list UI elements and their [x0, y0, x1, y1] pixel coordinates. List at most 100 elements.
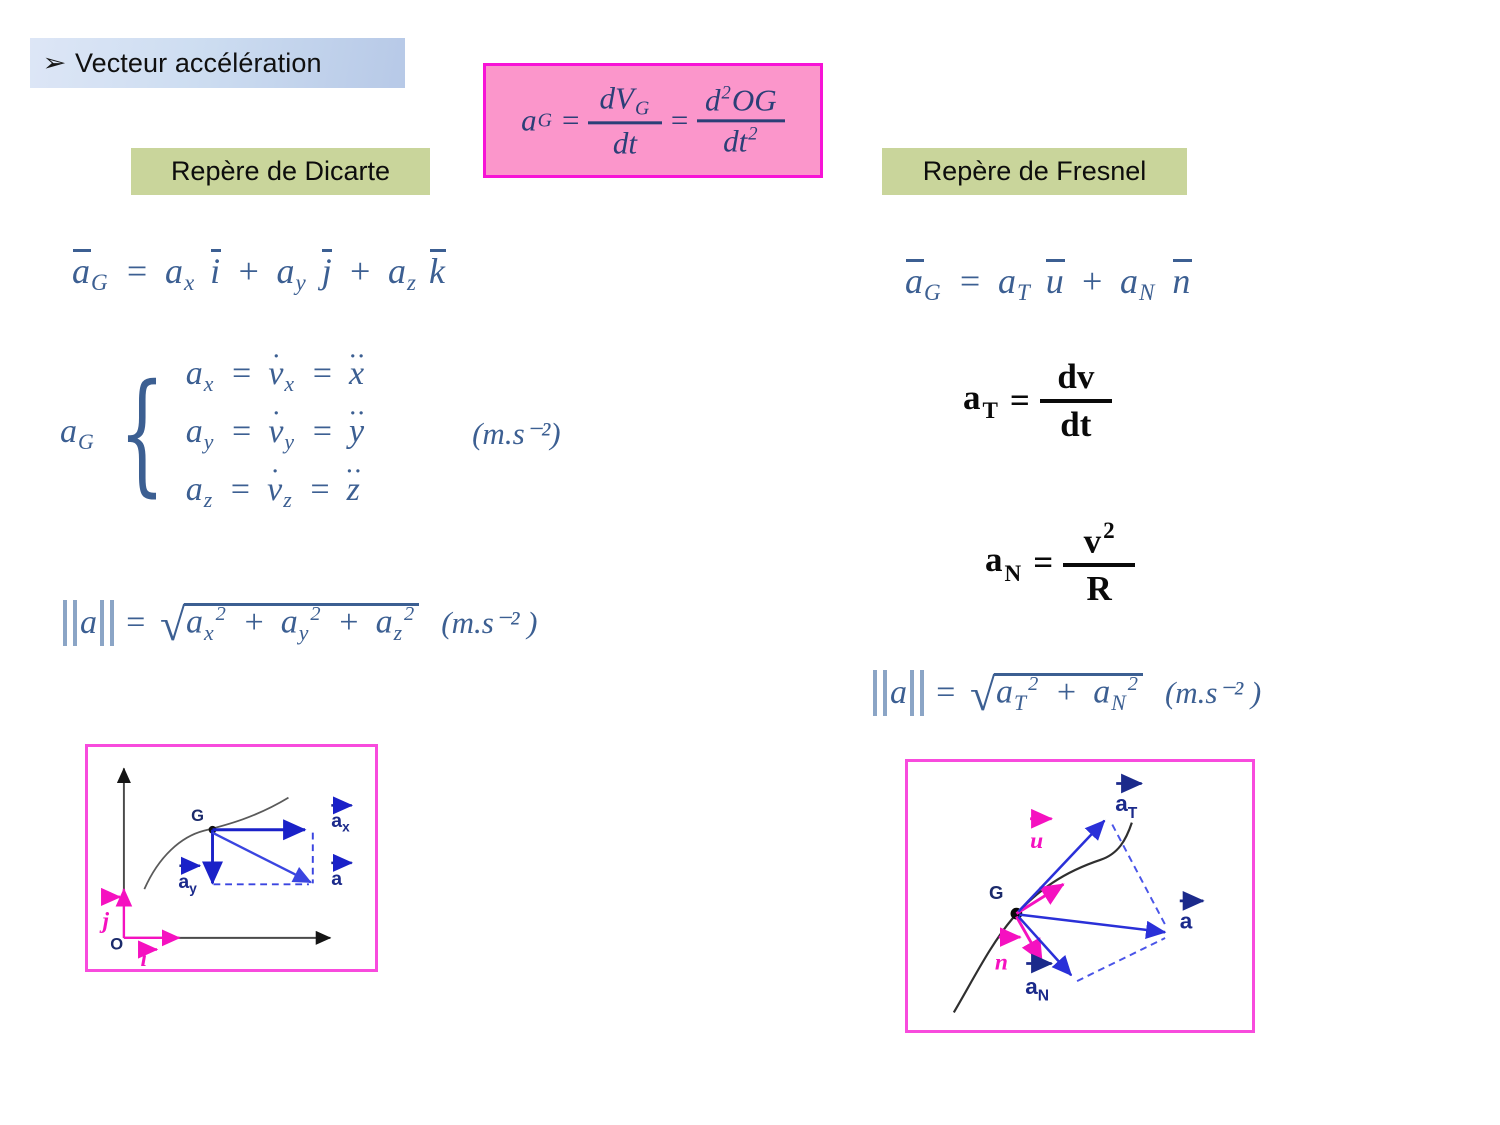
- dashed-at-to-a: [1111, 824, 1168, 929]
- master-eq-2: =: [668, 102, 690, 138]
- master-frac2-denominator: dt2: [717, 122, 764, 159]
- page-title: Vecteur accélération: [74, 47, 322, 78]
- master-lhs-sub: G: [537, 109, 552, 131]
- norm-right-vec: a: [890, 674, 907, 711]
- at-equals: =: [1009, 381, 1030, 420]
- at-fraction: dv dt: [1039, 355, 1112, 447]
- heading-repere-dicarte: Repère de Dicarte: [131, 148, 430, 195]
- vector-a-arrow: [211, 831, 312, 884]
- fresnel-diagram-svg: G u n aT aN a: [952, 773, 1205, 1013]
- an-lhs-sub: N: [1004, 559, 1022, 586]
- cart-lhs-sub: G: [91, 269, 108, 296]
- master-frac2-den-sup: 2: [748, 123, 758, 145]
- master-eq-1: =: [559, 102, 581, 138]
- radical-overbar: [183, 603, 420, 607]
- cart-eq: =: [124, 251, 149, 291]
- at-lhs: aT: [963, 378, 998, 425]
- system-row-x: ax = vx = x: [186, 355, 364, 397]
- at-numerator: dv: [1057, 357, 1095, 396]
- vector-at-arrow: [1017, 819, 1106, 913]
- vector-ay-label: ay: [178, 871, 197, 896]
- norm-right-eq: =: [934, 674, 957, 711]
- row-x-v: v: [268, 355, 283, 393]
- master-frac2-num-sup: 2: [721, 82, 731, 104]
- row-z-coord: z: [347, 471, 360, 509]
- norm-left-bar-close: [100, 600, 114, 646]
- an-equals: =: [1033, 543, 1054, 583]
- cart-t3-coef: a: [388, 251, 407, 291]
- an-num-letter: v: [1083, 521, 1102, 561]
- row-x-eq1: =: [229, 355, 253, 392]
- norm-left-eq: =: [124, 604, 147, 641]
- row-y-coord: y: [349, 413, 364, 451]
- cart-t2-coef: a: [276, 251, 295, 291]
- fresnel-decomposition-equation: aG = aT u + aN n: [905, 258, 1192, 306]
- norm-right-plus: +: [1054, 673, 1078, 711]
- norm-left-t2: a: [280, 603, 298, 641]
- row-x-a: a: [185, 355, 203, 392]
- vector-a-label: a: [1180, 908, 1193, 933]
- row-y-a: a: [185, 412, 203, 450]
- row-y-a-sub: y: [203, 429, 214, 454]
- vector-ax-label: ax: [331, 810, 350, 835]
- norm-left-t3-sup: 2: [404, 603, 415, 626]
- system-row-y: ay = vy = y: [186, 413, 364, 455]
- at-denominator: dt: [1060, 405, 1092, 444]
- tangential-acceleration-formula: aT = dv dt: [963, 355, 1112, 447]
- norm-right-t2-sub: N: [1111, 690, 1126, 715]
- fresnel-norm-equation: a = aT2 + aN2 (m.s⁻² ): [870, 668, 1261, 721]
- system-row-z: az = vz = z: [186, 471, 364, 513]
- master-frac2-num-vec: OG: [731, 82, 777, 117]
- cart-plus-1: +: [236, 251, 261, 291]
- master-frac2-numerator: d2OG: [699, 82, 783, 119]
- an-denominator: R: [1086, 569, 1112, 609]
- norm-right-bar-close: [910, 670, 924, 716]
- fres-lhs-vec: a: [905, 258, 925, 302]
- fres-eq: =: [957, 261, 982, 301]
- cart-t1-sub: x: [183, 269, 195, 296]
- cart-t1-coef: a: [164, 251, 183, 291]
- heading-repere-fresnel: Repère de Fresnel: [882, 148, 1187, 195]
- norm-left-unit: (m.s⁻² ): [441, 605, 538, 640]
- norm-right-radical: aT2 + aN2: [970, 668, 1143, 721]
- unit-vector-i-label: i: [140, 946, 147, 969]
- point-g-marker: [208, 825, 217, 834]
- row-x-coord: x: [349, 355, 364, 393]
- row-z-a-sub: z: [203, 487, 213, 512]
- row-z-eq1: =: [228, 470, 252, 508]
- system-unit-label: (m.s⁻²): [472, 415, 561, 451]
- vector-an-label: aN: [1025, 974, 1049, 1005]
- row-z-v-sub: z: [283, 487, 292, 512]
- trajectory-curve: [143, 796, 289, 890]
- cart-t3-unit-vector: k: [429, 248, 446, 292]
- fres-t1-sub: T: [1016, 279, 1030, 306]
- cart-plus-2: +: [347, 251, 373, 291]
- norm-left-t2-sub: y: [298, 620, 309, 645]
- cart-t3-sub: z: [407, 269, 416, 296]
- master-frac2-rule: [696, 119, 785, 122]
- cartesian-diagram-svg: G j i O ax a ay: [98, 767, 354, 969]
- unit-vector-n-label: n: [995, 949, 1008, 975]
- norm-right-t1-sup: 2: [1028, 673, 1039, 696]
- vector-an-arrow: [1017, 915, 1073, 977]
- cart-t2-sub: y: [295, 269, 306, 296]
- norm-left-t2-sup: 2: [310, 603, 321, 626]
- cart-t1-unit-vector: i: [210, 248, 221, 292]
- fres-plus: +: [1079, 261, 1105, 301]
- radical-overbar: [993, 673, 1143, 677]
- row-x-a-sub: x: [203, 371, 214, 396]
- cartesian-diagram: G j i O ax a ay: [85, 744, 378, 972]
- cart-t2-unit-vector: j: [322, 248, 333, 292]
- norm-right-t1: a: [995, 673, 1013, 711]
- norm-left-bar-open: [63, 600, 77, 646]
- an-lhs-letter: a: [985, 539, 1003, 579]
- at-lhs-sub: T: [982, 397, 998, 424]
- cartesian-component-system: aG { ax = vx = x ay = vy = y az = vz = z…: [60, 355, 561, 513]
- row-z-v: v: [267, 471, 282, 509]
- vector-at-label: aT: [1115, 791, 1138, 822]
- an-numerator: v2: [1078, 515, 1121, 563]
- vector-a-arrow: [1019, 913, 1167, 939]
- origin-label: O: [110, 935, 123, 954]
